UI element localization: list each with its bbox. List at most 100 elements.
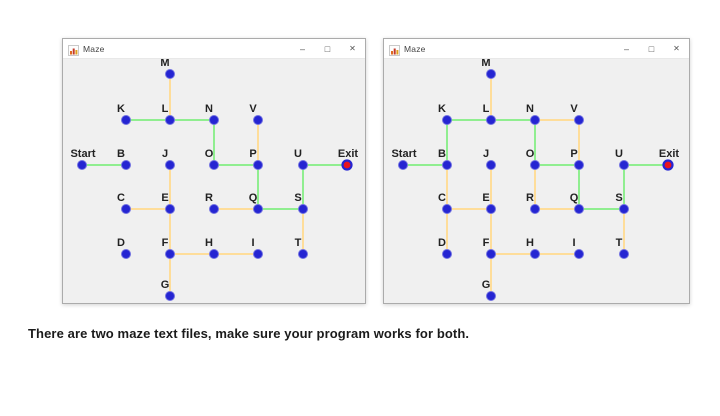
node-label-Q: Q — [249, 192, 258, 204]
node-label-L: L — [162, 103, 169, 115]
maze-node-P — [253, 160, 263, 170]
titlebar-2[interactable]: Maze – □ ✕ — [384, 39, 689, 59]
maze-node-B — [442, 160, 452, 170]
maze-node-Exit — [662, 159, 674, 171]
window-title: Maze — [83, 43, 105, 54]
maze-node-Start — [398, 160, 408, 170]
node-label-P: P — [570, 148, 577, 160]
node-label-B: B — [117, 148, 125, 160]
maze-node-Start — [77, 160, 87, 170]
node-label-Exit: Exit — [338, 148, 359, 160]
node-label-M: M — [481, 59, 490, 69]
node-label-M: M — [160, 59, 169, 69]
maze-node-V — [253, 115, 263, 125]
maze-node-S — [619, 204, 629, 214]
window-controls: – □ ✕ — [290, 39, 365, 58]
node-label-S: S — [615, 192, 622, 204]
maze-node-I — [253, 249, 263, 259]
node-label-R: R — [205, 192, 213, 204]
node-label-J: J — [483, 148, 489, 160]
maze-node-V — [574, 115, 584, 125]
maze-node-U — [298, 160, 308, 170]
maze-node-M — [486, 69, 496, 79]
node-label-C: C — [438, 192, 446, 204]
maze-node-E — [486, 204, 496, 214]
maze-node-M — [165, 69, 175, 79]
maze-node-D — [121, 249, 131, 259]
maze-node-I — [574, 249, 584, 259]
maze-node-Q — [253, 204, 263, 214]
maze-node-T — [619, 249, 629, 259]
node-label-K: K — [438, 103, 446, 115]
maze-node-T — [298, 249, 308, 259]
maze-node-K — [442, 115, 452, 125]
maze-node-N — [530, 115, 540, 125]
close-button[interactable]: ✕ — [673, 44, 680, 53]
maze-node-N — [209, 115, 219, 125]
node-label-D: D — [438, 237, 446, 249]
maze-node-O — [530, 160, 540, 170]
close-button[interactable]: ✕ — [349, 44, 356, 53]
node-label-V: V — [570, 103, 578, 115]
node-label-C: C — [117, 192, 125, 204]
node-label-Start: Start — [70, 148, 95, 160]
node-label-E: E — [161, 192, 168, 204]
maze-node-F — [165, 249, 175, 259]
maximize-button[interactable]: □ — [648, 43, 655, 54]
node-label-R: R — [526, 192, 534, 204]
maze-node-C — [442, 204, 452, 214]
node-label-I: I — [572, 237, 575, 249]
maze-node-H — [530, 249, 540, 259]
maze-node-G — [486, 291, 496, 301]
node-label-H: H — [526, 237, 534, 249]
app-icon — [389, 43, 400, 56]
maze-node-O — [209, 160, 219, 170]
node-label-H: H — [205, 237, 213, 249]
node-label-N: N — [205, 103, 213, 115]
maze-node-E — [165, 204, 175, 214]
maze-node-S — [298, 204, 308, 214]
minimize-button[interactable]: – — [623, 43, 629, 54]
maze-node-H — [209, 249, 219, 259]
node-label-L: L — [483, 103, 490, 115]
app-icon — [68, 43, 79, 56]
maze-node-J — [486, 160, 496, 170]
node-label-T: T — [616, 237, 623, 249]
node-label-J: J — [162, 148, 168, 160]
maze-node-P — [574, 160, 584, 170]
maze-node-K — [121, 115, 131, 125]
node-label-O: O — [205, 148, 214, 160]
node-label-K: K — [117, 103, 125, 115]
maze-node-U — [619, 160, 629, 170]
node-label-F: F — [483, 237, 490, 249]
node-label-T: T — [295, 237, 302, 249]
maze-node-R — [209, 204, 219, 214]
node-label-D: D — [117, 237, 125, 249]
caption-text: There are two maze text files, make sure… — [28, 326, 470, 341]
node-label-Q: Q — [570, 192, 579, 204]
maze-node-F — [486, 249, 496, 259]
node-label-Exit: Exit — [659, 148, 680, 160]
maze-node-R — [530, 204, 540, 214]
node-label-U: U — [294, 148, 302, 160]
maximize-button[interactable]: □ — [324, 43, 331, 54]
titlebar-1[interactable]: Maze – □ ✕ — [63, 39, 365, 59]
node-label-G: G — [161, 279, 170, 291]
maze-node-D — [442, 249, 452, 259]
node-label-S: S — [294, 192, 301, 204]
maze-node-B — [121, 160, 131, 170]
node-label-P: P — [249, 148, 256, 160]
minimize-button[interactable]: – — [299, 43, 305, 54]
node-label-N: N — [526, 103, 534, 115]
maze-node-G — [165, 291, 175, 301]
maze-node-Exit — [341, 159, 353, 171]
maze-node-L — [165, 115, 175, 125]
window-controls: – □ ✕ — [614, 39, 689, 58]
node-label-Start: Start — [391, 148, 416, 160]
node-label-U: U — [615, 148, 623, 160]
window-title: Maze — [404, 43, 426, 54]
